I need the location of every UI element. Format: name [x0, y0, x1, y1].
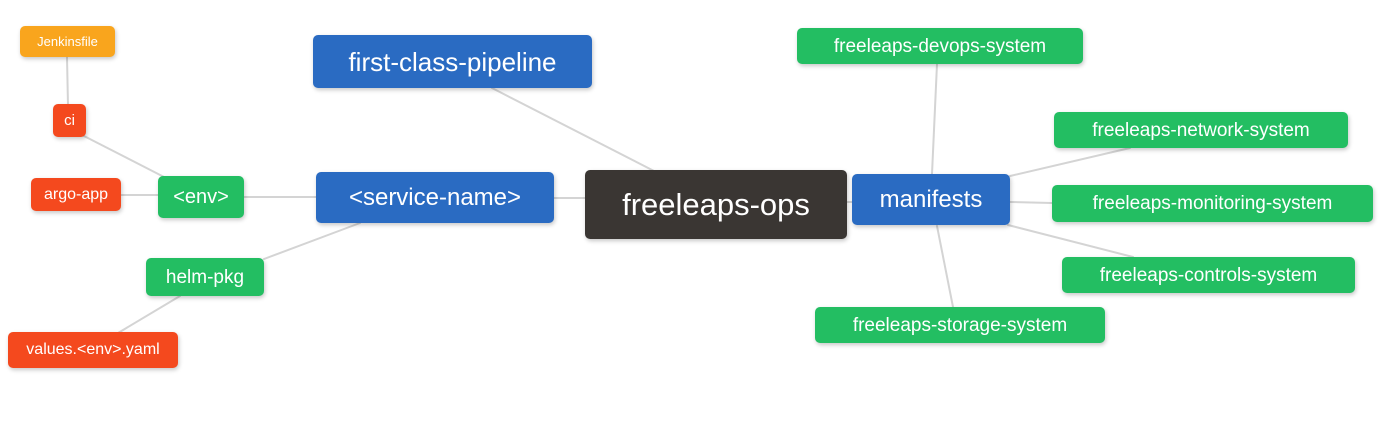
node-manifests[interactable]: manifests — [852, 174, 1010, 225]
node-ci[interactable]: ci — [53, 104, 86, 137]
node-freeleaps-ops[interactable]: freeleaps-ops — [585, 170, 847, 239]
node-label: manifests — [879, 185, 983, 213]
node-freeleaps-monitoring-system[interactable]: freeleaps-monitoring-system — [1052, 185, 1373, 222]
node-label: freeleaps-controls-system — [1099, 264, 1318, 286]
node-label: freeleaps-network-system — [1092, 119, 1310, 141]
node-label: first-class-pipeline — [348, 46, 557, 77]
node-freeleaps-devops-system[interactable]: freeleaps-devops-system — [797, 28, 1083, 64]
edge-manifests-to-freeleaps-monitoring-system — [1009, 201, 1053, 204]
edge-first-class-pipeline-to-freeleaps-ops — [491, 87, 655, 172]
edge-service-name-to-helm-pkg — [263, 222, 361, 260]
node-label: values.<env>.yaml — [26, 341, 160, 358]
edge-manifests-to-freeleaps-network-system — [1009, 147, 1131, 177]
edge-manifests-to-freeleaps-controls-system — [1007, 224, 1134, 258]
node-helm-pkg[interactable]: helm-pkg — [146, 258, 264, 296]
node-label: freeleaps-monitoring-system — [1092, 193, 1333, 214]
node-label: Jenkinsfile — [37, 34, 98, 49]
node-label: freeleaps-ops — [622, 187, 810, 222]
node-values-env-yaml[interactable]: values.<env>.yaml — [8, 332, 178, 368]
node-freeleaps-network-system[interactable]: freeleaps-network-system — [1054, 112, 1348, 148]
node-env[interactable]: <env> — [158, 176, 244, 218]
node-label: <service-name> — [348, 183, 522, 211]
node-label: freeleaps-storage-system — [852, 314, 1068, 336]
node-label: <env> — [173, 186, 229, 208]
node-service-name[interactable]: <service-name> — [316, 172, 554, 223]
edge-manifests-to-freeleaps-storage-system — [936, 225, 954, 308]
node-jenkinsfile[interactable]: Jenkinsfile — [20, 26, 115, 57]
edge-manifests-to-freeleaps-devops-system — [931, 63, 938, 175]
node-label: ci — [64, 112, 75, 129]
node-freeleaps-storage-system[interactable]: freeleaps-storage-system — [815, 307, 1105, 343]
edge-helm-pkg-to-values-env-yaml — [117, 295, 181, 334]
node-label: helm-pkg — [165, 266, 245, 288]
edge-ci-to-env — [81, 134, 167, 179]
node-label: freeleaps-devops-system — [833, 35, 1047, 57]
node-argo-app[interactable]: argo-app — [31, 178, 121, 211]
node-freeleaps-controls-system[interactable]: freeleaps-controls-system — [1062, 257, 1355, 293]
edge-jenkinsfile-to-ci — [66, 56, 69, 107]
node-label: argo-app — [43, 185, 109, 203]
node-first-class-pipeline[interactable]: first-class-pipeline — [313, 35, 592, 88]
